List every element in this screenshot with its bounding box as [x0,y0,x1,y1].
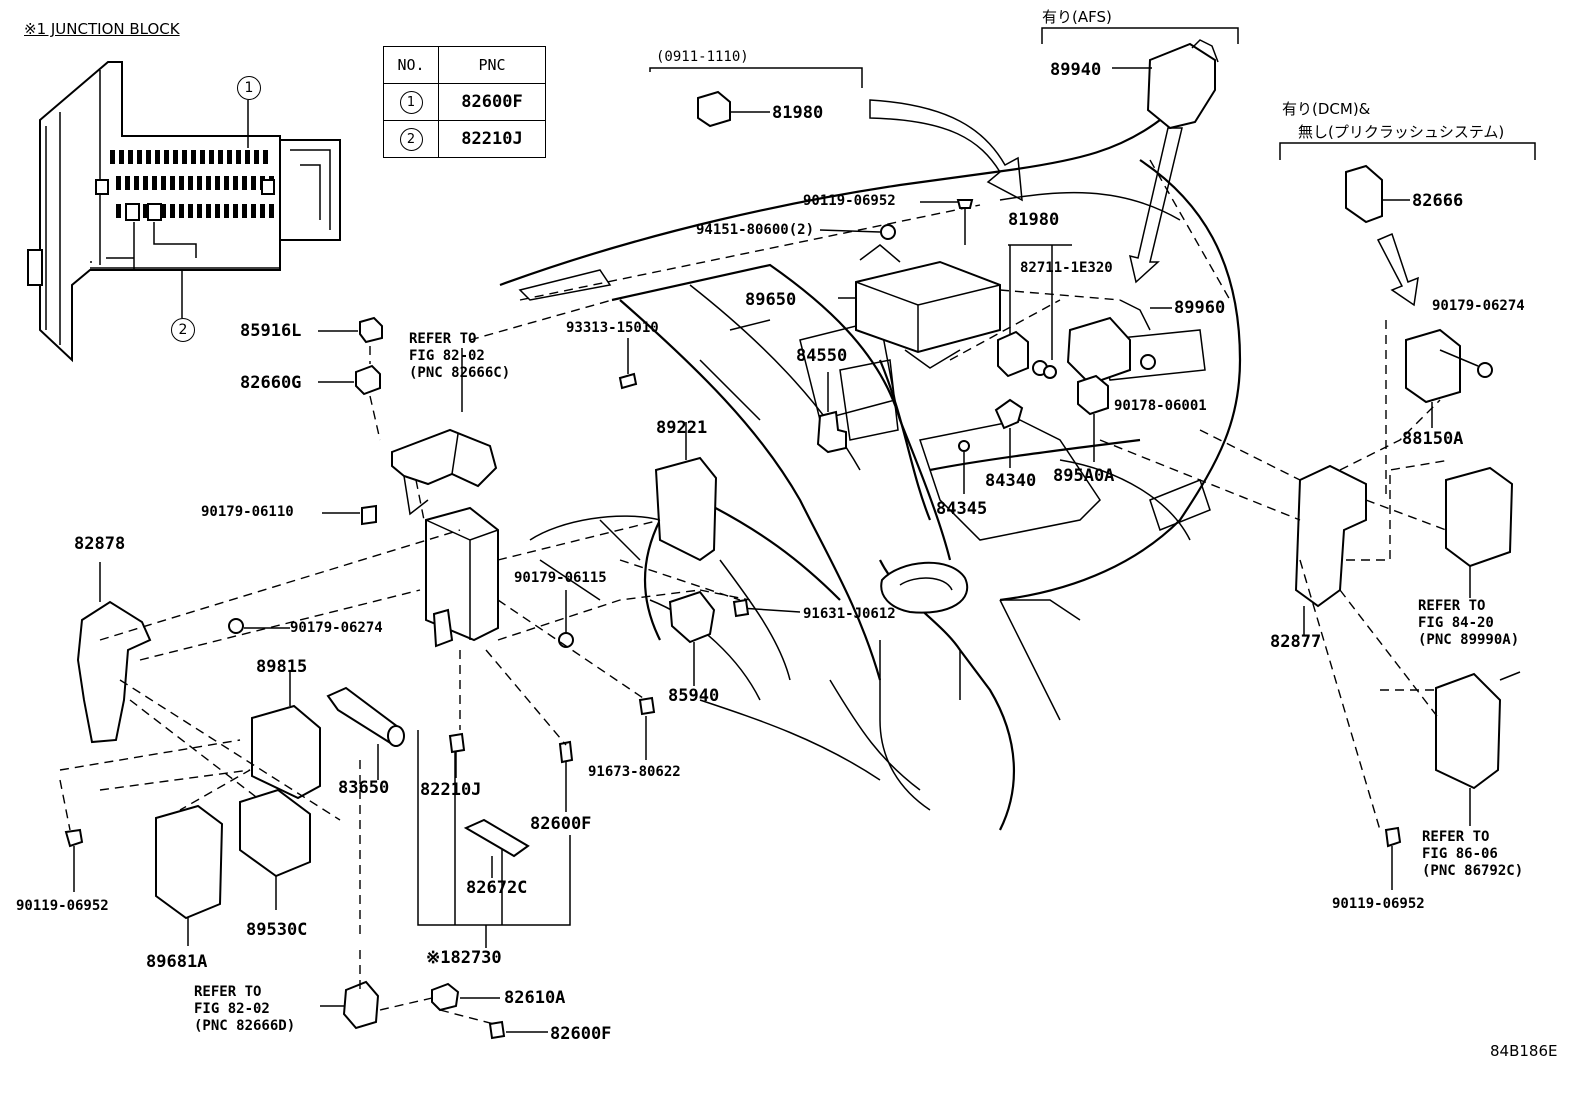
part-label-85940: 85940 [668,686,720,706]
part-label-83650: 83650 [338,778,390,798]
pnc-table: NO. PNC 1 82600F 2 82210J [383,46,546,158]
parts [64,39,1521,1040]
part-label-89650: 89650 [745,290,797,310]
part-label-82660G: 82660G [240,373,302,393]
pnc-row-value: 82210J [438,120,546,158]
part-label-82878: 82878 [74,534,126,554]
pointer-arrows [869,99,1419,307]
part-label-90119-06952-right: 90119-06952 [1332,896,1425,912]
fuse-rows [95,150,275,221]
part-label-89940: 89940 [1050,60,1102,80]
part-label-89960: 89960 [1174,298,1226,318]
part-label-90179-06274-right: 90179-06274 [1432,298,1525,314]
part-label-82610A: 82610A [504,988,566,1008]
part-label-82730: ※182730 [426,948,502,968]
refer-note-fig82-02-d: REFER TO FIG 82-02 (PNC 82666D) [194,984,296,1034]
figure-id: 84B186E [1490,1042,1558,1060]
part-label-84550: 84550 [796,346,848,366]
part-label-84345: 84345 [936,499,988,519]
refer-note-fig82-02-c: REFER TO FIG 82-02 (PNC 82666C) [409,331,511,381]
pnc-header-no: NO. [383,46,439,84]
part-label-88150A: 88150A [1402,429,1464,449]
group-date-range: (0911-1110) [656,49,749,65]
part-label-91631-J0612: 91631-J0612 [803,606,896,622]
group-dcm-line1: 有り(DCM)& [1282,100,1371,118]
group-dcm-line2: 無し(プリクラッシュシステム) [1298,123,1505,141]
part-label-90119-06952-left: 90119-06952 [16,898,109,914]
pnc-row-no: 1 [399,90,423,114]
callout-2: 2 [171,318,195,342]
pnc-header-pnc: PNC [438,46,546,84]
part-label-90178-06001: 90178-06001 [1114,398,1207,414]
part-label-89681A: 89681A [146,952,208,972]
part-label-82711-1E320: 82711-1E320 [1020,260,1113,276]
refer-note-fig86-06: REFER TO FIG 86-06 (PNC 86792C) [1422,829,1524,879]
part-label-90179-06110: 90179-06110 [201,504,294,520]
junction-block-title: ※1 JUNCTION BLOCK [24,20,180,38]
part-label-82600F-mid: 82600F [530,814,592,834]
pnc-row-value: 82600F [438,83,546,121]
group-brackets [417,27,1536,948]
part-label-94151-80600: 94151-80600(2) [696,222,815,238]
part-label-89221: 89221 [656,418,708,438]
table-row: 1 82600F [383,83,546,121]
part-label-91673-80622: 91673-80622 [588,764,681,780]
dashboard-outline [469,119,1242,831]
part-label-90179-06115: 90179-06115 [514,570,607,586]
pnc-row-no: 2 [399,127,423,151]
part-label-89530C: 89530C [246,920,308,940]
part-label-84340: 84340 [985,471,1037,491]
part-label-82672C: 82672C [466,878,528,898]
assembly-lines [59,289,1451,1025]
junction-block-drawing [27,61,341,363]
callout-1: 1 [237,76,261,100]
part-label-82600F-bottom: 82600F [550,1024,612,1044]
part-label-82210J: 82210J [420,780,482,800]
part-label-82666: 82666 [1412,191,1464,211]
part-label-90119-06952: 90119-06952 [803,193,896,209]
group-afs: 有り(AFS) [1042,8,1112,26]
part-label-85916L: 85916L [240,321,302,341]
part-label-895A0A: 895A0A [1053,466,1115,486]
part-label-90179-06274-left: 90179-06274 [290,620,383,636]
part-label-81980: 81980 [772,103,824,123]
part-label-93313-15010: 93313-15010 [566,320,659,336]
part-label-89815: 89815 [256,657,308,677]
table-row: 2 82210J [383,120,546,158]
part-label-82877: 82877 [1270,632,1322,652]
part-label-81980-mid: 81980 [1008,210,1060,230]
refer-note-fig84-20: REFER TO FIG 84-20 (PNC 89990A) [1418,598,1520,648]
